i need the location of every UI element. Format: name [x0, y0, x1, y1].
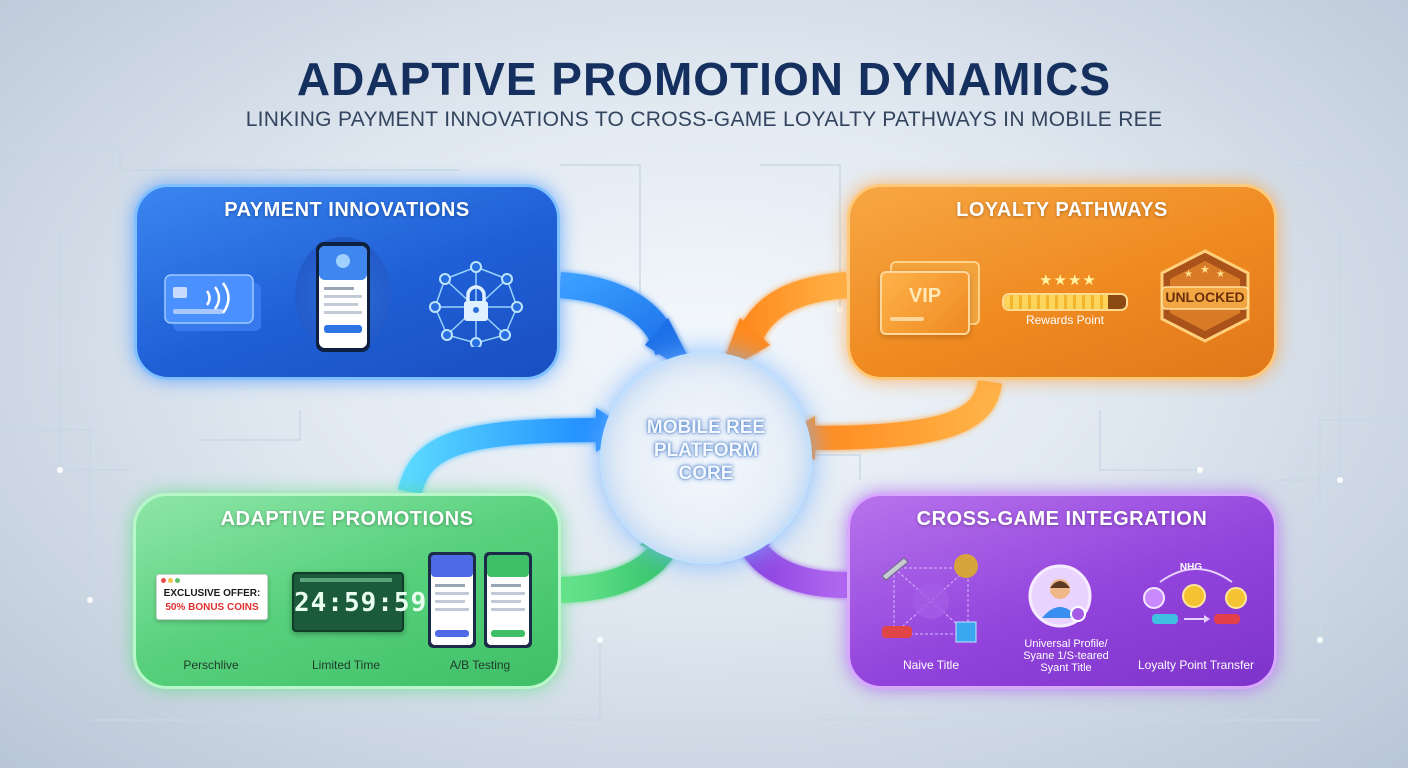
payment-card-title: PAYMENT INNOVATIONS	[224, 199, 470, 221]
countdown-timer: 24:59:59	[292, 572, 428, 632]
rewards-progress-fill	[1004, 295, 1108, 309]
loyalty-card-title: LOYALTY PATHWAYS	[956, 199, 1168, 221]
platform-core: MOBILE REE PLATFORM CORE	[600, 352, 812, 564]
svg-text:★: ★	[1184, 269, 1193, 280]
cross-card-title: CROSS-GAME INTEGRATION	[916, 508, 1208, 530]
offer-line-1: EXCLUSIVE OFFER:	[163, 588, 261, 599]
page-title: ADAPTIVE PROMOTION DYNAMICS	[296, 53, 1112, 105]
loyalty-pathways-card: LOYALTY PATHWAYS VIP ★★★★ Rewards Point …	[847, 184, 1277, 380]
rewards-label: Rewards Point	[1025, 313, 1105, 327]
label-native-title: Naive Title	[902, 658, 960, 672]
native-title-network-icon	[881, 554, 978, 643]
svg-text:★: ★	[1200, 264, 1210, 276]
vip-card: VIP	[880, 271, 970, 335]
rewards-stars: ★★★★	[1039, 272, 1097, 289]
vip-card-stripe	[890, 317, 924, 321]
ab-testing-icon	[428, 552, 532, 648]
svg-text:★: ★	[1216, 269, 1225, 280]
cross-game-integration-card: CROSS-GAME INTEGRATION Naive Title Unive…	[847, 493, 1277, 689]
timer-value: 24:59:59	[294, 588, 428, 618]
label-ab-testing: A/B Testing	[449, 658, 511, 672]
window-dot-red	[161, 578, 166, 583]
universal-profile-icon	[1028, 564, 1092, 628]
page-subtitle: LINKING PAYMENT INNOVATIONS TO CROSS-GAM…	[245, 108, 1163, 131]
timer-header-bar	[300, 578, 392, 582]
blockchain-lock-icon	[429, 261, 523, 347]
unlocked-badge-icon: ★ ★ ★	[1160, 249, 1250, 343]
payment-innovations-card: PAYMENT INNOVATIONS	[134, 184, 560, 380]
label-universal-profile: Universal Profile/ Syane 1/S-teared Syan…	[1006, 638, 1126, 674]
mobile-wallet-icon	[316, 242, 370, 352]
label-personalized: Perschlive	[183, 658, 239, 672]
core-line-3: CORE	[678, 463, 734, 484]
contactless-card-icon	[164, 274, 261, 331]
core-label: MOBILE REE PLATFORM CORE	[602, 416, 810, 485]
vip-label: VIP	[908, 285, 942, 307]
transfer-top-label: NHG	[1179, 562, 1203, 573]
unlocked-badge-label: UNLOCKED	[1165, 289, 1245, 305]
adaptive-promotions-card: ADAPTIVE PROMOTIONS EXCLUSIVE OFFER: 50%…	[133, 493, 561, 689]
label-loyalty-transfer: Loyalty Point Transfer	[1137, 658, 1255, 672]
core-line-2: PLATFORM	[653, 440, 759, 461]
offer-line-2: 50% BONUS COINS	[165, 602, 259, 613]
loyalty-transfer-icon	[1143, 568, 1247, 624]
profile-line-3: Syant Title	[1040, 662, 1092, 674]
profile-line-1: Universal Profile/	[1024, 638, 1108, 650]
promotions-card-title: ADAPTIVE PROMOTIONS	[220, 508, 474, 530]
exclusive-offer-popup: EXCLUSIVE OFFER: 50% BONUS COINS	[156, 574, 268, 620]
window-dot-yellow	[168, 578, 173, 583]
core-line-1: MOBILE REE	[646, 417, 766, 438]
rewards-progress-bar	[1002, 293, 1128, 311]
window-dot-green	[175, 578, 180, 583]
label-limited-time: Limited Time	[311, 658, 381, 672]
profile-line-2: Syane 1/S-teared	[1023, 650, 1109, 662]
